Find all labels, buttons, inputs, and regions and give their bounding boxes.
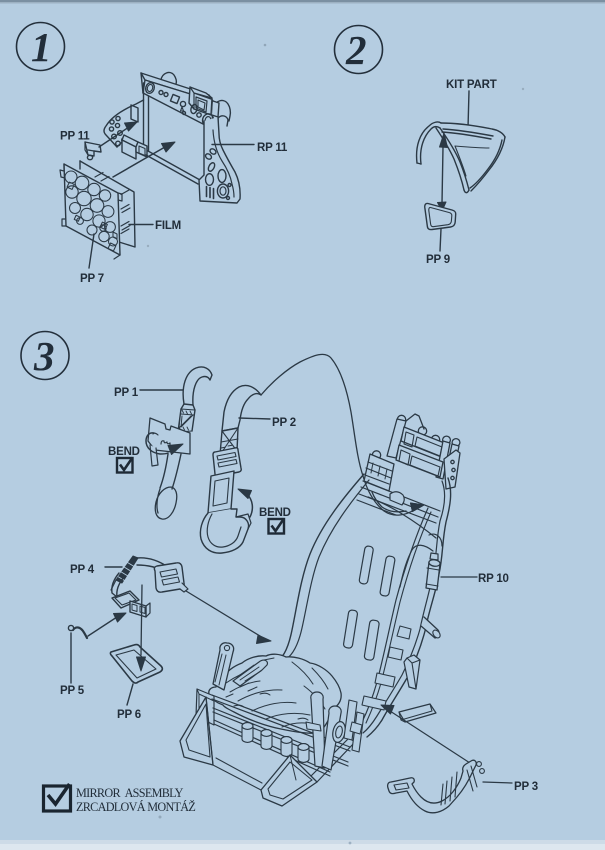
svg-text:PP 6: PP 6 [117, 709, 141, 721]
svg-text:PP 1: PP 1 [114, 387, 139, 399]
svg-text:RP 11: RP 11 [257, 142, 288, 154]
svg-text:1: 1 [31, 24, 52, 70]
svg-text:PP 3: PP 3 [514, 781, 538, 793]
svg-text:MIRROR ASSEMBLY: MIRROR ASSEMBLY [76, 786, 184, 800]
svg-text:PP 7: PP 7 [80, 273, 104, 285]
svg-text:PP 4: PP 4 [70, 564, 95, 576]
svg-text:2: 2 [345, 27, 367, 73]
svg-text:BEND: BEND [259, 507, 291, 519]
svg-text:PP 2: PP 2 [272, 417, 296, 429]
svg-text:BEND: BEND [108, 446, 140, 458]
svg-text:KIT PART: KIT PART [446, 79, 497, 91]
svg-text:3: 3 [33, 333, 55, 379]
svg-text:PP 5: PP 5 [60, 685, 85, 697]
svg-text:PP 11: PP 11 [60, 131, 90, 143]
svg-text:RP 10: RP 10 [478, 573, 509, 585]
svg-text:PP 9: PP 9 [426, 254, 450, 266]
svg-text:FILM: FILM [155, 220, 181, 232]
svg-text:ZRCADLOVÁ MONTÁŽ: ZRCADLOVÁ MONTÁŽ [76, 800, 195, 814]
